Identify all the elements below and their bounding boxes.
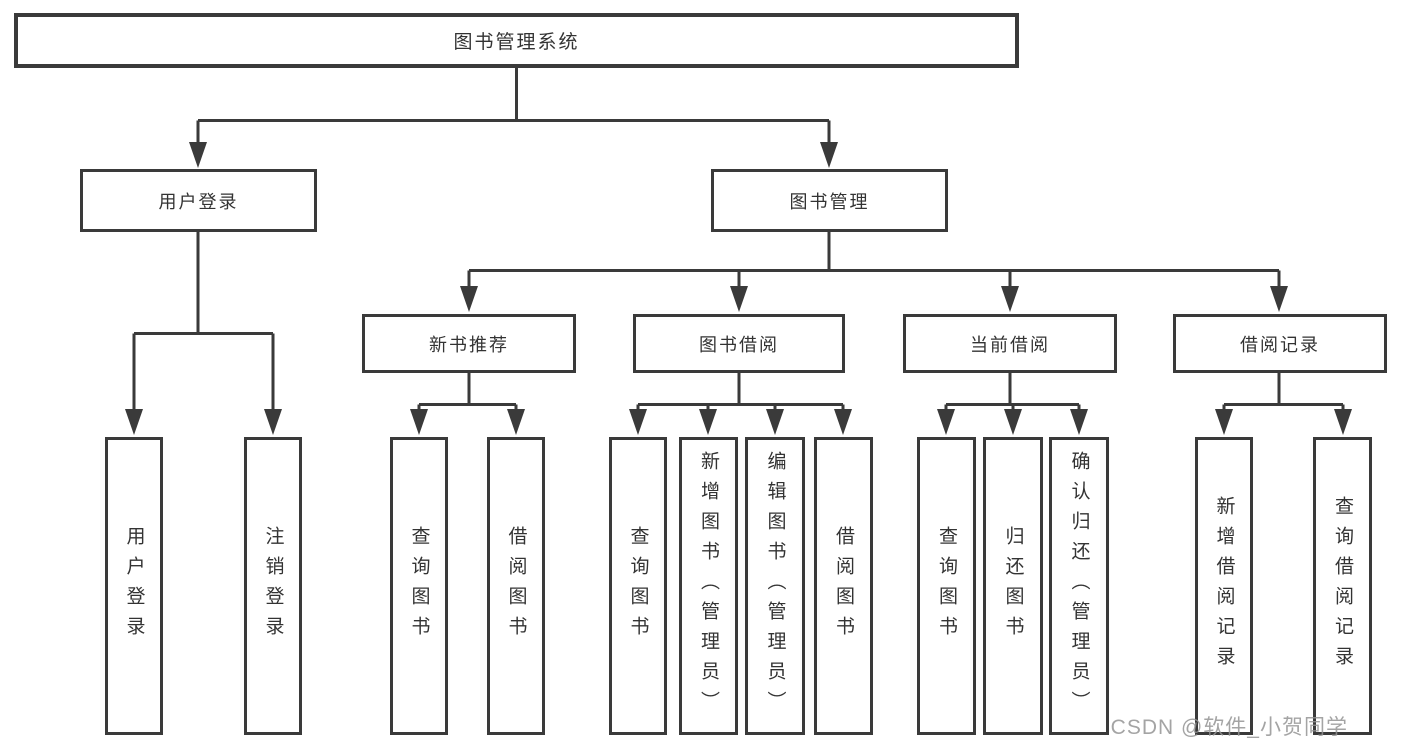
leaf-label: 借阅图书 (833, 526, 854, 646)
node-current-borrowing: 当前借阅 (903, 314, 1117, 373)
leaf-add-books-admin: 新增图书（管理员） (679, 437, 738, 735)
node-user-login: 用户登录 (80, 169, 317, 232)
node-borrowing-records: 借阅记录 (1173, 314, 1387, 373)
node-new-book-recommend: 新书推荐 (362, 314, 576, 373)
leaf-user-login: 用户登录 (105, 437, 163, 735)
leaf-query-books-borrow: 查询图书 (609, 437, 667, 735)
node-label: 图书借阅 (699, 334, 779, 355)
leaf-label: 新增图书（管理员） (698, 451, 719, 721)
leaf-label: 查询图书 (936, 526, 957, 646)
leaf-label: 借阅图书 (505, 526, 527, 646)
leaf-label: 新增借阅记录 (1213, 496, 1235, 676)
leaf-query-books-current: 查询图书 (917, 437, 976, 735)
leaf-return-books: 归还图书 (983, 437, 1043, 735)
leaf-label: 归还图书 (1002, 526, 1024, 646)
node-label: 用户登录 (158, 191, 239, 212)
leaf-label: 注销登录 (262, 526, 284, 646)
leaf-label: 确认归还（管理员） (1068, 451, 1090, 721)
leaf-confirm-return-admin: 确认归还（管理员） (1049, 437, 1109, 735)
leaf-label: 查询图书 (627, 526, 649, 646)
leaf-label: 查询借阅记录 (1332, 496, 1353, 676)
leaf-query-borrow-record: 查询借阅记录 (1313, 437, 1372, 735)
leaf-label: 查询图书 (408, 526, 430, 646)
node-label: 图书管理系统 (453, 32, 580, 53)
leaf-add-borrow-record: 新增借阅记录 (1195, 437, 1253, 735)
leaf-borrow-books: 借阅图书 (814, 437, 873, 735)
node-library-management-system: 图书管理系统 (14, 13, 1019, 68)
leaf-label: 用户登录 (123, 526, 145, 646)
leaf-borrow-books-recommend: 借阅图书 (487, 437, 545, 735)
leaf-label: 编辑图书（管理员） (764, 451, 786, 721)
node-label: 新书推荐 (429, 334, 509, 355)
leaf-logout: 注销登录 (244, 437, 302, 735)
node-book-management: 图书管理 (711, 169, 948, 232)
node-label: 图书管理 (789, 191, 870, 212)
csdn-watermark: CSDN @软件_小贺同学 (1110, 716, 1348, 739)
node-label: 当前借阅 (970, 334, 1050, 355)
leaf-query-books-recommend: 查询图书 (390, 437, 448, 735)
node-label: 借阅记录 (1240, 334, 1320, 355)
node-book-borrowing: 图书借阅 (633, 314, 845, 373)
leaf-edit-books-admin: 编辑图书（管理员） (745, 437, 805, 735)
